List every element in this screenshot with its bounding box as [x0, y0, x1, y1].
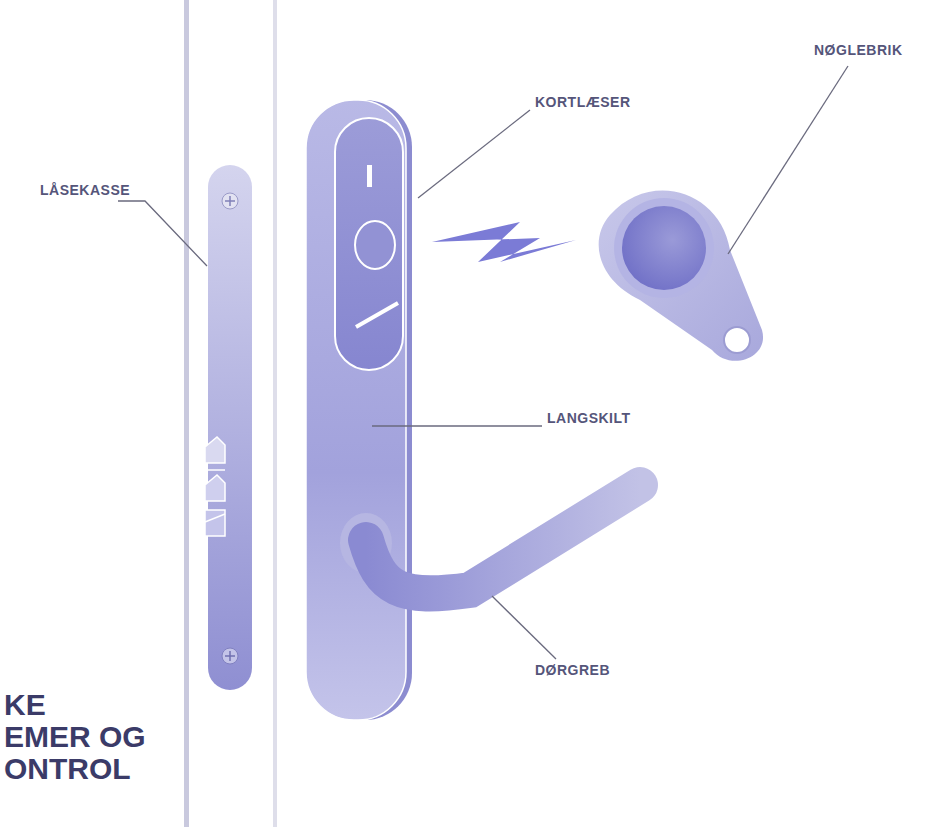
key-fob [599, 190, 763, 360]
part-label: NØGLEBRIK [812, 41, 905, 59]
leader-lines [118, 66, 848, 659]
part-label: LANGSKILT [545, 409, 633, 427]
cropped-title: KE [2, 689, 48, 721]
lock-case [205, 165, 252, 690]
part-label: DØRGREB [533, 661, 612, 679]
part-label: KORTLÆSER [533, 93, 633, 111]
door-edge [184, 0, 189, 827]
wireless-signal [432, 222, 576, 262]
cropped-title: EMER OG [2, 721, 148, 753]
door-handle [340, 485, 640, 593]
cropped-title: ONTROL [2, 753, 133, 785]
door-edge [273, 0, 277, 827]
long-plate [306, 100, 412, 720]
part-label: LÅSEKASSE [38, 181, 132, 199]
